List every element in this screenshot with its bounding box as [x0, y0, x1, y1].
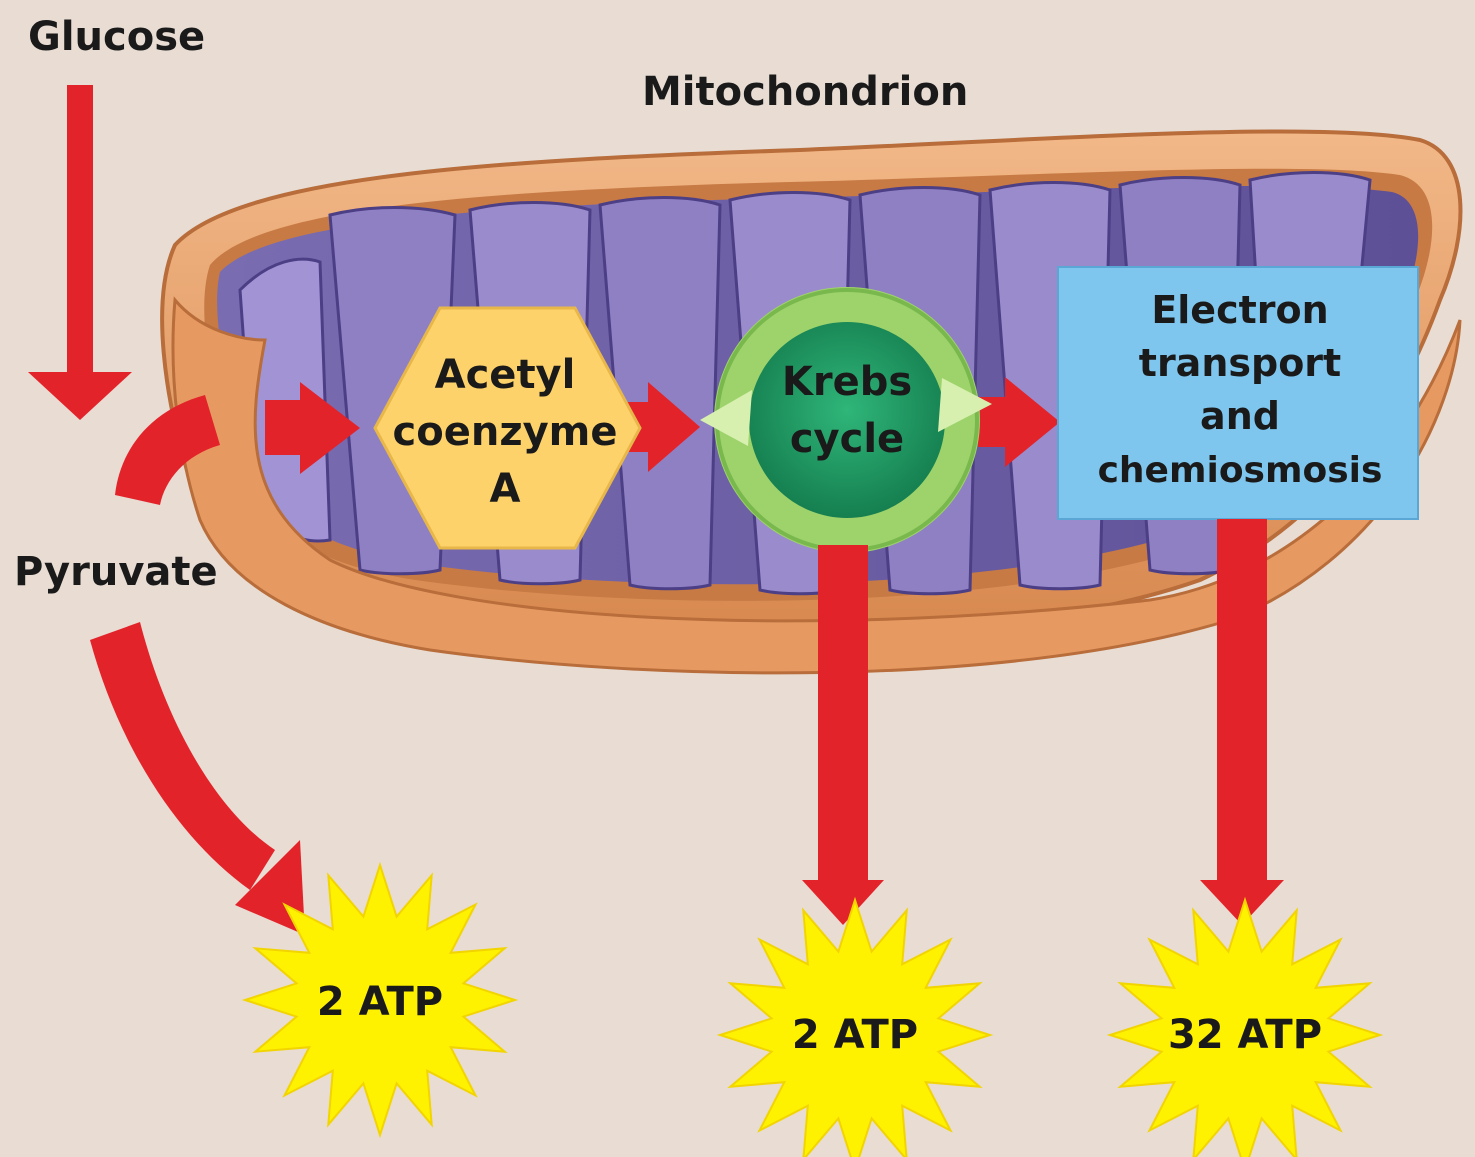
starburst-icon [1106, 896, 1384, 1157]
krebs-atp-arrow [802, 545, 884, 925]
mitochondrion-label: Mitochondrion [642, 69, 968, 115]
atp-label-glycolysis: 2 ATP [317, 979, 443, 1025]
atp-burst-glycolysis: 2 ATP [241, 861, 519, 1139]
krebs-label-line2: cycle [790, 416, 904, 462]
atp-label-krebs: 2 ATP [792, 1012, 918, 1058]
cycle-arrow-left-icon [700, 390, 752, 446]
electron-label-line3: and [1200, 394, 1280, 438]
electron-atp-arrow [1200, 519, 1284, 925]
electron-transport-box [1057, 266, 1419, 520]
atp-burst-krebs: 2 ATP [716, 896, 994, 1157]
acetyl-coa-hexagon [373, 306, 642, 550]
electron-label-line1: Electron [1151, 288, 1328, 332]
outer-membrane-cutaway [171, 296, 1462, 675]
atp-label-electron: 32 ATP [1168, 1012, 1322, 1058]
acetyl-label-line3: A [490, 466, 521, 512]
krebs-cycle-node: Krebs cycle [700, 287, 992, 553]
acetyl-label-line1: Acetyl [435, 352, 576, 398]
electron-transport-node: Electron transport and chemiosmosis [1057, 266, 1419, 520]
glycolysis-atp-arrow [90, 622, 305, 935]
pyruvate-label: Pyruvate [14, 549, 218, 595]
krebs-center [749, 322, 945, 518]
electron-label-line2: transport [1139, 341, 1341, 385]
atp-burst-electron: 32 ATP [1106, 896, 1384, 1157]
pyruvate-entry-arrow [115, 382, 360, 505]
cycle-arrow-right-icon [938, 378, 992, 432]
acetyl-label-line2: coenzyme [393, 409, 618, 455]
glucose-arrow [28, 85, 132, 420]
starburst-icon [716, 896, 994, 1157]
krebs-label-line1: Krebs [782, 359, 912, 405]
acetyl-coa-node: Acetyl coenzyme A [373, 306, 642, 550]
starburst-icon [241, 861, 519, 1139]
glucose-label: Glucose [28, 14, 205, 60]
electron-label-line4: chemiosmosis [1098, 450, 1383, 491]
